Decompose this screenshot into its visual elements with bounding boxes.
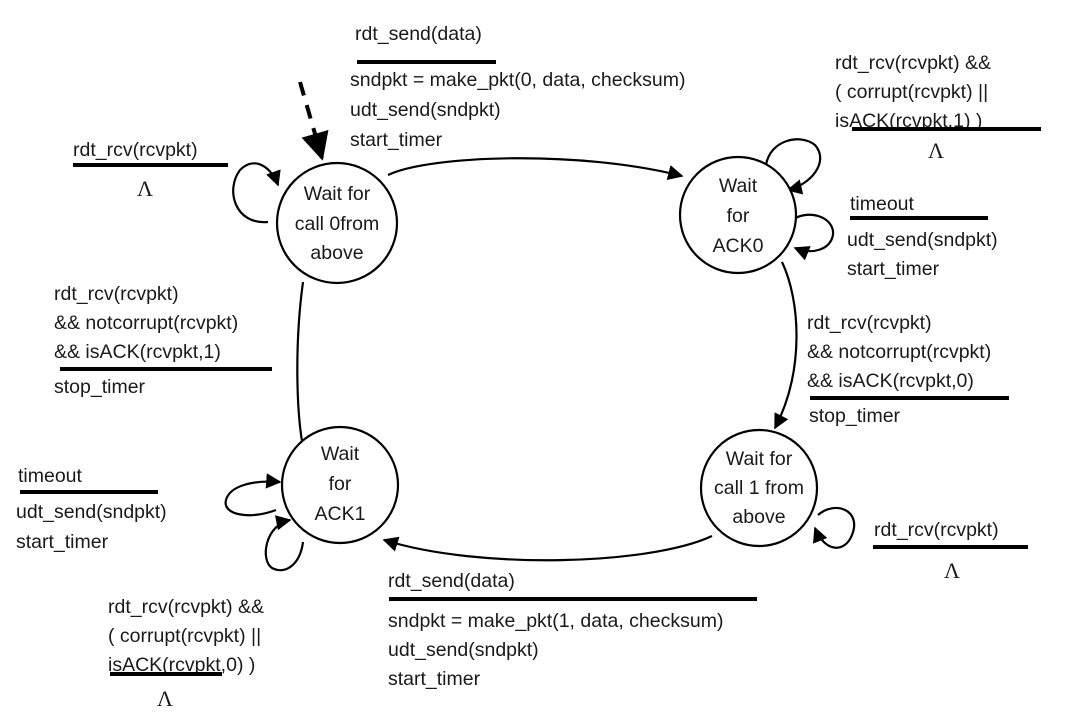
self-loop-ack1-timeout — [224, 473, 282, 517]
action-text: udt_send(sndpkt) — [16, 501, 167, 523]
state-label-line: ACK0 — [713, 235, 764, 257]
self-loop-ack0-timeout — [791, 213, 835, 261]
event-text: rdt_rcv(rcvpkt) && — [835, 52, 991, 74]
action-text: udt_send(sndpkt) — [847, 229, 998, 251]
self-loop-call0 — [232, 162, 281, 224]
state-label-line: for — [329, 473, 352, 495]
event-text: && notcorrupt(rcvpkt) — [54, 312, 238, 334]
action-text: stop_timer — [809, 405, 901, 427]
event-text: rdt_rcv(rcvpkt) — [73, 139, 198, 161]
event-text: rdt_rcv(rcvpkt) — [54, 283, 179, 305]
self-loop-call1 — [813, 506, 856, 549]
edge-ack1-to-call0 — [296, 281, 308, 461]
edge-ack0-to-call1 — [774, 261, 798, 430]
action-text: start_timer — [847, 258, 940, 280]
event-text: timeout — [18, 465, 83, 487]
state-label-line: above — [732, 506, 785, 528]
event-text: timeout — [850, 193, 915, 215]
event-text: rdt_rcv(rcvpkt) — [874, 519, 999, 541]
event-text: rdt_send(data) — [388, 570, 515, 592]
transition-label-ack1-corrupt: rdt_rcv(rcvpkt) && ( corrupt(rcvpkt) || … — [108, 596, 264, 711]
state-label-line: call 1 from — [714, 477, 804, 499]
action-text: udt_send(sndpkt) — [388, 639, 539, 661]
state-wait-call0: Wait for call 0from above — [275, 161, 399, 285]
event-text: rdt_rcv(rcvpkt) — [807, 312, 932, 334]
lambda-symbol: Λ — [157, 686, 173, 711]
action-text: stop_timer — [54, 376, 146, 398]
transition-label-call1-to-ack1: rdt_send(data) sndpkt = make_pkt(1, data… — [388, 570, 757, 690]
state-label-line: Wait — [321, 443, 360, 465]
transition-label-ack0-corrupt: rdt_rcv(rcvpkt) && ( corrupt(rcvpkt) || … — [835, 52, 1041, 163]
state-label-line: Wait for — [304, 183, 371, 205]
transition-label-call0-to-ack0: rdt_send(data) sndpkt = make_pkt(0, data… — [350, 23, 685, 151]
lambda-symbol: Λ — [928, 138, 944, 163]
event-text: isACK(rcvpkt,0) ) — [108, 654, 255, 676]
state-label-line: Wait — [719, 175, 758, 197]
event-text: rdt_rcv(rcvpkt) && — [108, 596, 264, 618]
event-text: && isACK(rcvpkt,1) — [54, 341, 221, 363]
action-text: start_timer — [388, 668, 481, 690]
transition-label-call0-self: rdt_rcv(rcvpkt) Λ — [73, 139, 228, 201]
event-text: ( corrupt(rcvpkt) || — [108, 625, 261, 647]
action-text: start_timer — [16, 531, 109, 553]
transition-label-ack0-to-call1: rdt_rcv(rcvpkt) && notcorrupt(rcvpkt) &&… — [807, 312, 1009, 427]
transition-label-ack1-to-call0: rdt_rcv(rcvpkt) && notcorrupt(rcvpkt) &&… — [54, 283, 272, 398]
action-text: sndpkt = make_pkt(0, data, checksum) — [350, 69, 685, 91]
transition-label-call1-self: rdt_rcv(rcvpkt) Λ — [873, 519, 1028, 583]
state-wait-call1: Wait for call 1 from above — [699, 428, 819, 548]
state-label-line: Wait for — [726, 448, 793, 470]
transition-label-ack1-timeout: timeout udt_send(sndpkt) start_timer — [16, 465, 167, 553]
state-label-line: call 0from — [295, 213, 380, 235]
action-text: sndpkt = make_pkt(1, data, checksum) — [388, 610, 723, 632]
state-label-line: ACK1 — [315, 503, 366, 525]
lambda-symbol: Λ — [137, 176, 153, 201]
initial-state-arrow — [298, 81, 329, 161]
state-label-line: above — [310, 242, 363, 264]
edge-call1-to-ack1 — [382, 535, 713, 562]
event-text: isACK(rcvpkt,1) ) — [835, 110, 982, 132]
self-loop-ack0-top — [764, 138, 822, 195]
edge-call0-to-ack0 — [387, 157, 684, 181]
transition-label-ack0-timeout: timeout udt_send(sndpkt) start_timer — [847, 193, 998, 280]
self-loop-ack1-corrupt — [264, 515, 305, 572]
state-wait-ack1: Wait for ACK1 — [280, 425, 400, 545]
event-text: && notcorrupt(rcvpkt) — [807, 341, 991, 363]
event-text: && isACK(rcvpkt,0) — [807, 370, 974, 392]
lambda-symbol: Λ — [944, 558, 960, 583]
state-wait-ack0: Wait for ACK0 — [678, 155, 798, 275]
state-label-line: for — [727, 205, 750, 227]
event-text: rdt_send(data) — [355, 23, 482, 45]
action-text: start_timer — [350, 129, 443, 151]
action-text: udt_send(sndpkt) — [350, 99, 501, 121]
event-text: ( corrupt(rcvpkt) || — [835, 81, 988, 103]
